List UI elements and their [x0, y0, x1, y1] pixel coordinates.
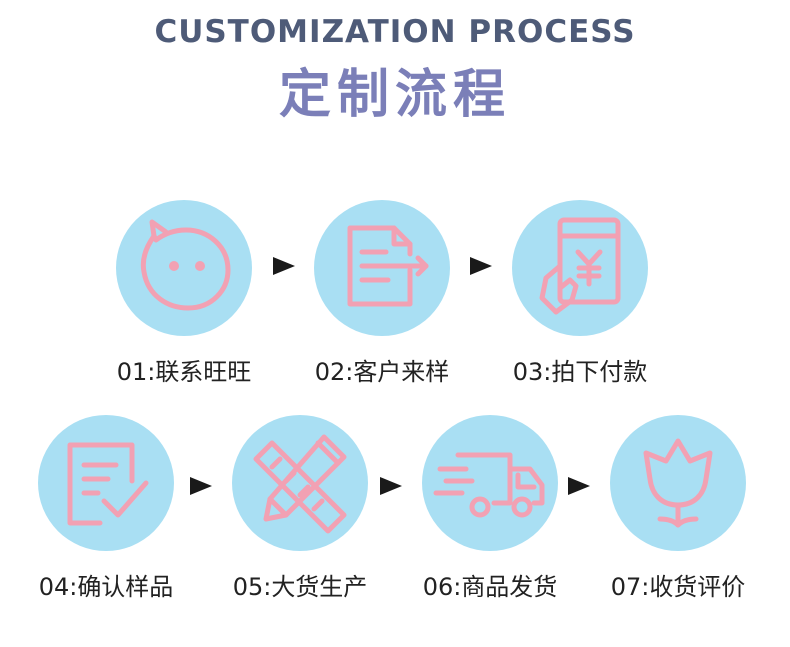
- payment-icon: [539, 217, 621, 315]
- step-6-label: 06:商品发货: [422, 573, 558, 601]
- arrow-1-2: [273, 257, 295, 275]
- arrow-4-5: [190, 477, 212, 495]
- checklist-icon: [67, 442, 149, 526]
- step-1: 01:联系旺旺: [84, 200, 284, 400]
- step-1-circle: [116, 200, 252, 336]
- step-7-label: 07:收货评价: [610, 573, 746, 601]
- title-english: CUSTOMIZATION PROCESS: [154, 14, 636, 50]
- arrow-2-3: [470, 257, 492, 275]
- step-2-label: 02:客户来样: [314, 358, 450, 386]
- step-5-circle: [232, 415, 368, 551]
- step-6-circle: [422, 415, 558, 551]
- step-3-label: 03:拍下付款: [512, 358, 648, 386]
- step-4-label: 04:确认样品: [38, 573, 174, 601]
- step-1-label: 01:联系旺旺: [116, 358, 252, 386]
- step-4-circle: [38, 415, 174, 551]
- step-4: 04:确认样品: [6, 415, 206, 615]
- step-2: 02:客户来样: [282, 200, 482, 400]
- step-3: 03:拍下付款: [480, 200, 680, 400]
- step-6: 06:商品发货: [390, 415, 590, 615]
- step-7-circle: [610, 415, 746, 551]
- document-send-icon: [347, 225, 429, 307]
- flower-icon: [643, 438, 713, 528]
- arrow-5-6: [380, 477, 402, 495]
- step-5-label: 05:大货生产: [232, 573, 368, 601]
- step-2-circle: [314, 200, 450, 336]
- step-5: 05:大货生产: [200, 415, 400, 615]
- step-7: 07:收货评价: [578, 415, 778, 615]
- title-chinese: 定制流程: [278, 65, 511, 125]
- delivery-truck-icon: [433, 452, 545, 518]
- chat-bubble-icon: [140, 219, 231, 311]
- step-3-circle: [512, 200, 648, 336]
- arrow-6-7: [568, 477, 590, 495]
- pencil-ruler-icon: [253, 434, 347, 534]
